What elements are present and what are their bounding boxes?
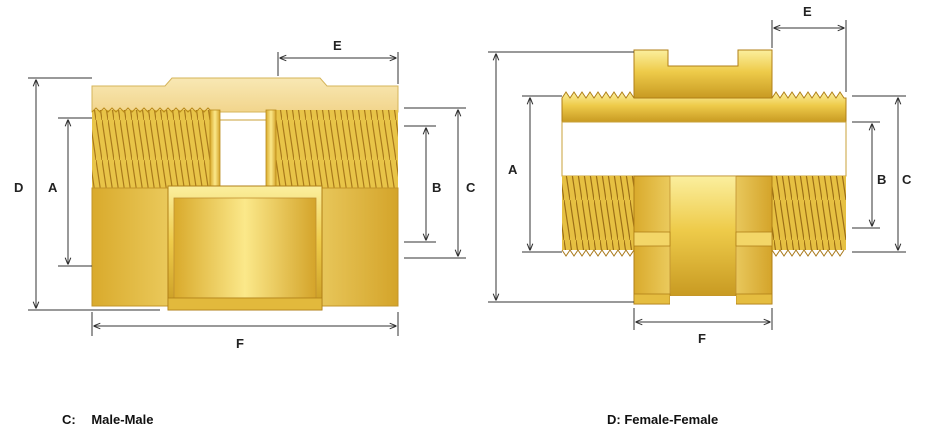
- lower-thread-left: [562, 176, 634, 250]
- label-e-right: E: [803, 4, 812, 19]
- label-e: E: [333, 38, 342, 53]
- label-c-right: C: [902, 172, 912, 187]
- caption-text: Male-Male: [91, 412, 154, 427]
- label-f-right: F: [698, 331, 706, 346]
- upper-thread-left: [92, 110, 212, 188]
- label-b: B: [432, 180, 441, 195]
- center-opening: [217, 119, 271, 189]
- foot-right: [735, 293, 773, 305]
- label-f: F: [236, 336, 244, 351]
- caption-female-female: D: Female-Female: [607, 412, 719, 427]
- upper-toothed-band: [561, 91, 847, 123]
- caption-male-male: C: Male-Male: [62, 412, 153, 427]
- upper-thread-right: [276, 110, 398, 188]
- stem-core: [669, 175, 737, 297]
- lower-thread-right: [772, 176, 846, 250]
- label-d: D: [14, 180, 23, 195]
- lower-thread-teeth: [561, 249, 845, 257]
- label-b-right: B: [877, 172, 886, 187]
- right-labels: A B C E F: [508, 4, 912, 346]
- right-post: [265, 109, 277, 189]
- top-band: [91, 77, 399, 113]
- left-labels: D A B C E F: [14, 38, 476, 351]
- label-a-right: A: [508, 162, 518, 177]
- right-dimensions: [488, 20, 906, 330]
- thread-teeth: [91, 107, 213, 113]
- male-male-fitting: [91, 77, 399, 311]
- label-a: A: [48, 180, 58, 195]
- top-castle: [633, 49, 773, 99]
- bottom-lip: [167, 297, 323, 311]
- stem-gap: [670, 296, 736, 306]
- left-post: [209, 109, 221, 189]
- stem-band-left: [633, 231, 671, 247]
- female-female-fitting: [561, 49, 847, 306]
- left-dimensions: [28, 52, 466, 336]
- label-c: C: [466, 180, 476, 195]
- center-block-inner: [173, 197, 317, 299]
- foot-left: [633, 293, 671, 305]
- stem-band-right: [735, 231, 773, 247]
- bore: [561, 121, 847, 177]
- caption-prefix: C:: [62, 412, 76, 427]
